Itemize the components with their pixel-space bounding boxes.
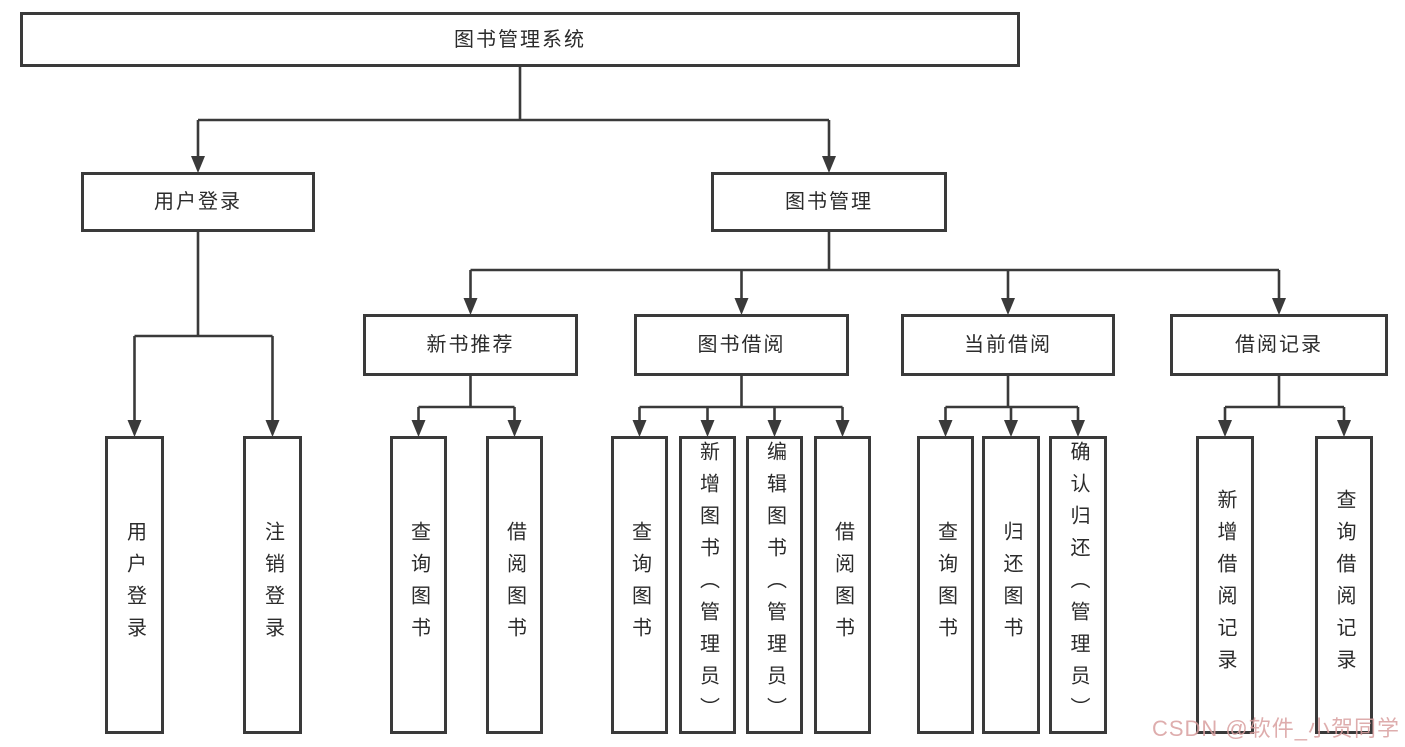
- node-root: 图书管理系统: [20, 12, 1020, 67]
- arrowhead-icon: [265, 420, 280, 437]
- node-d3: 确认归还（管理员）: [1049, 436, 1107, 734]
- node-c4: 借阅图书: [814, 436, 871, 734]
- arrowhead-icon: [507, 420, 522, 437]
- node-a1: 用户登录: [105, 436, 164, 734]
- node-rec: 新书推荐: [363, 314, 578, 376]
- node-c1: 查询图书: [611, 436, 668, 734]
- node-hist: 借阅记录: [1170, 314, 1388, 376]
- node-e2: 查询借阅记录: [1315, 436, 1373, 734]
- arrowhead-icon: [191, 156, 205, 173]
- arrowhead-icon: [700, 420, 715, 437]
- arrowhead-icon: [1218, 420, 1232, 437]
- arrowhead-icon: [938, 420, 953, 437]
- node-mgmt: 图书管理: [711, 172, 947, 232]
- node-cur: 当前借阅: [901, 314, 1115, 376]
- node-b2: 借阅图书: [486, 436, 543, 734]
- arrowhead-icon: [632, 420, 647, 437]
- arrowhead-icon: [767, 420, 782, 437]
- node-a2: 注销登录: [243, 436, 302, 734]
- arrowhead-icon: [822, 156, 836, 173]
- node-bor: 图书借阅: [634, 314, 849, 376]
- arrowhead-icon: [734, 298, 749, 315]
- arrowhead-icon: [1337, 420, 1351, 437]
- arrowhead-icon: [1004, 420, 1018, 437]
- node-c2: 新增图书（管理员）: [679, 436, 736, 734]
- arrowhead-icon: [1071, 420, 1085, 437]
- csdn-watermark: CSDN @软件_小贺同学: [1151, 716, 1400, 741]
- node-d2: 归还图书: [982, 436, 1040, 734]
- node-b1: 查询图书: [390, 436, 447, 734]
- arrowhead-icon: [411, 420, 426, 437]
- arrowhead-icon: [127, 420, 142, 437]
- node-e1: 新增借阅记录: [1196, 436, 1254, 734]
- arrowhead-icon: [1001, 298, 1015, 315]
- node-login: 用户登录: [81, 172, 315, 232]
- arrowhead-icon: [1272, 298, 1286, 315]
- node-d1: 查询图书: [917, 436, 974, 734]
- arrowhead-icon: [835, 420, 850, 437]
- arrowhead-icon: [463, 298, 478, 315]
- node-c3: 编辑图书（管理员）: [746, 436, 803, 734]
